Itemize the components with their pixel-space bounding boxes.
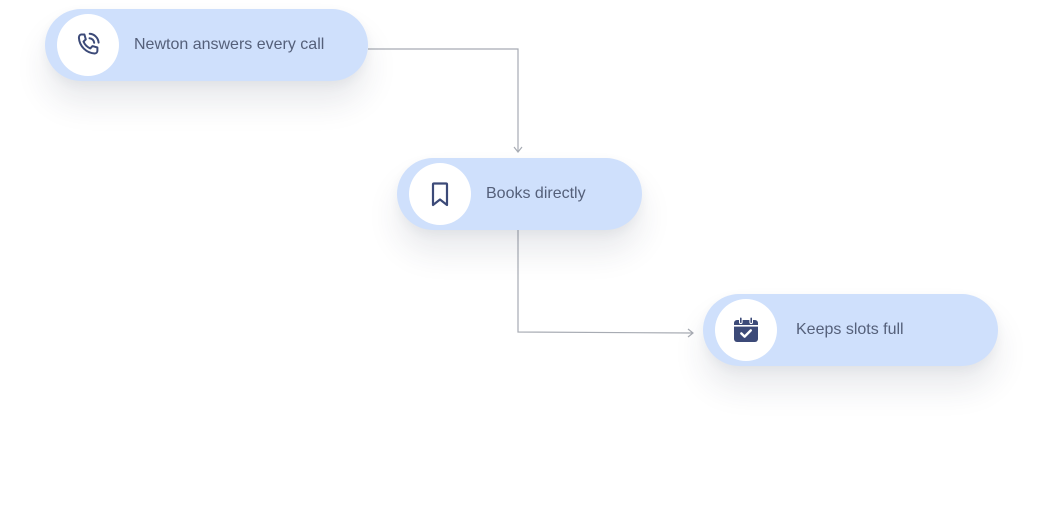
step-keeps-slots-full: Keeps slots full (703, 294, 998, 366)
step-icon-badge (409, 163, 471, 225)
step-newton-answers-every-call: Newton answers every call (45, 9, 368, 81)
connector-step2-to-step3 (517, 230, 694, 334)
step-books-directly: Books directly (397, 158, 642, 230)
step-label: Newton answers every call (134, 36, 325, 53)
step-icon-badge (57, 14, 119, 76)
bookmark-icon (431, 182, 449, 207)
step-label: Books directly (486, 185, 586, 202)
phone-ringing-icon (77, 32, 100, 55)
arrowhead-step2 (513, 146, 523, 153)
arrowhead-step3 (687, 328, 694, 338)
connector-step1-to-step2 (368, 48, 519, 151)
step-label: Keeps slots full (796, 321, 904, 338)
calendar-check-icon (734, 316, 758, 342)
step-icon-badge (715, 299, 777, 361)
